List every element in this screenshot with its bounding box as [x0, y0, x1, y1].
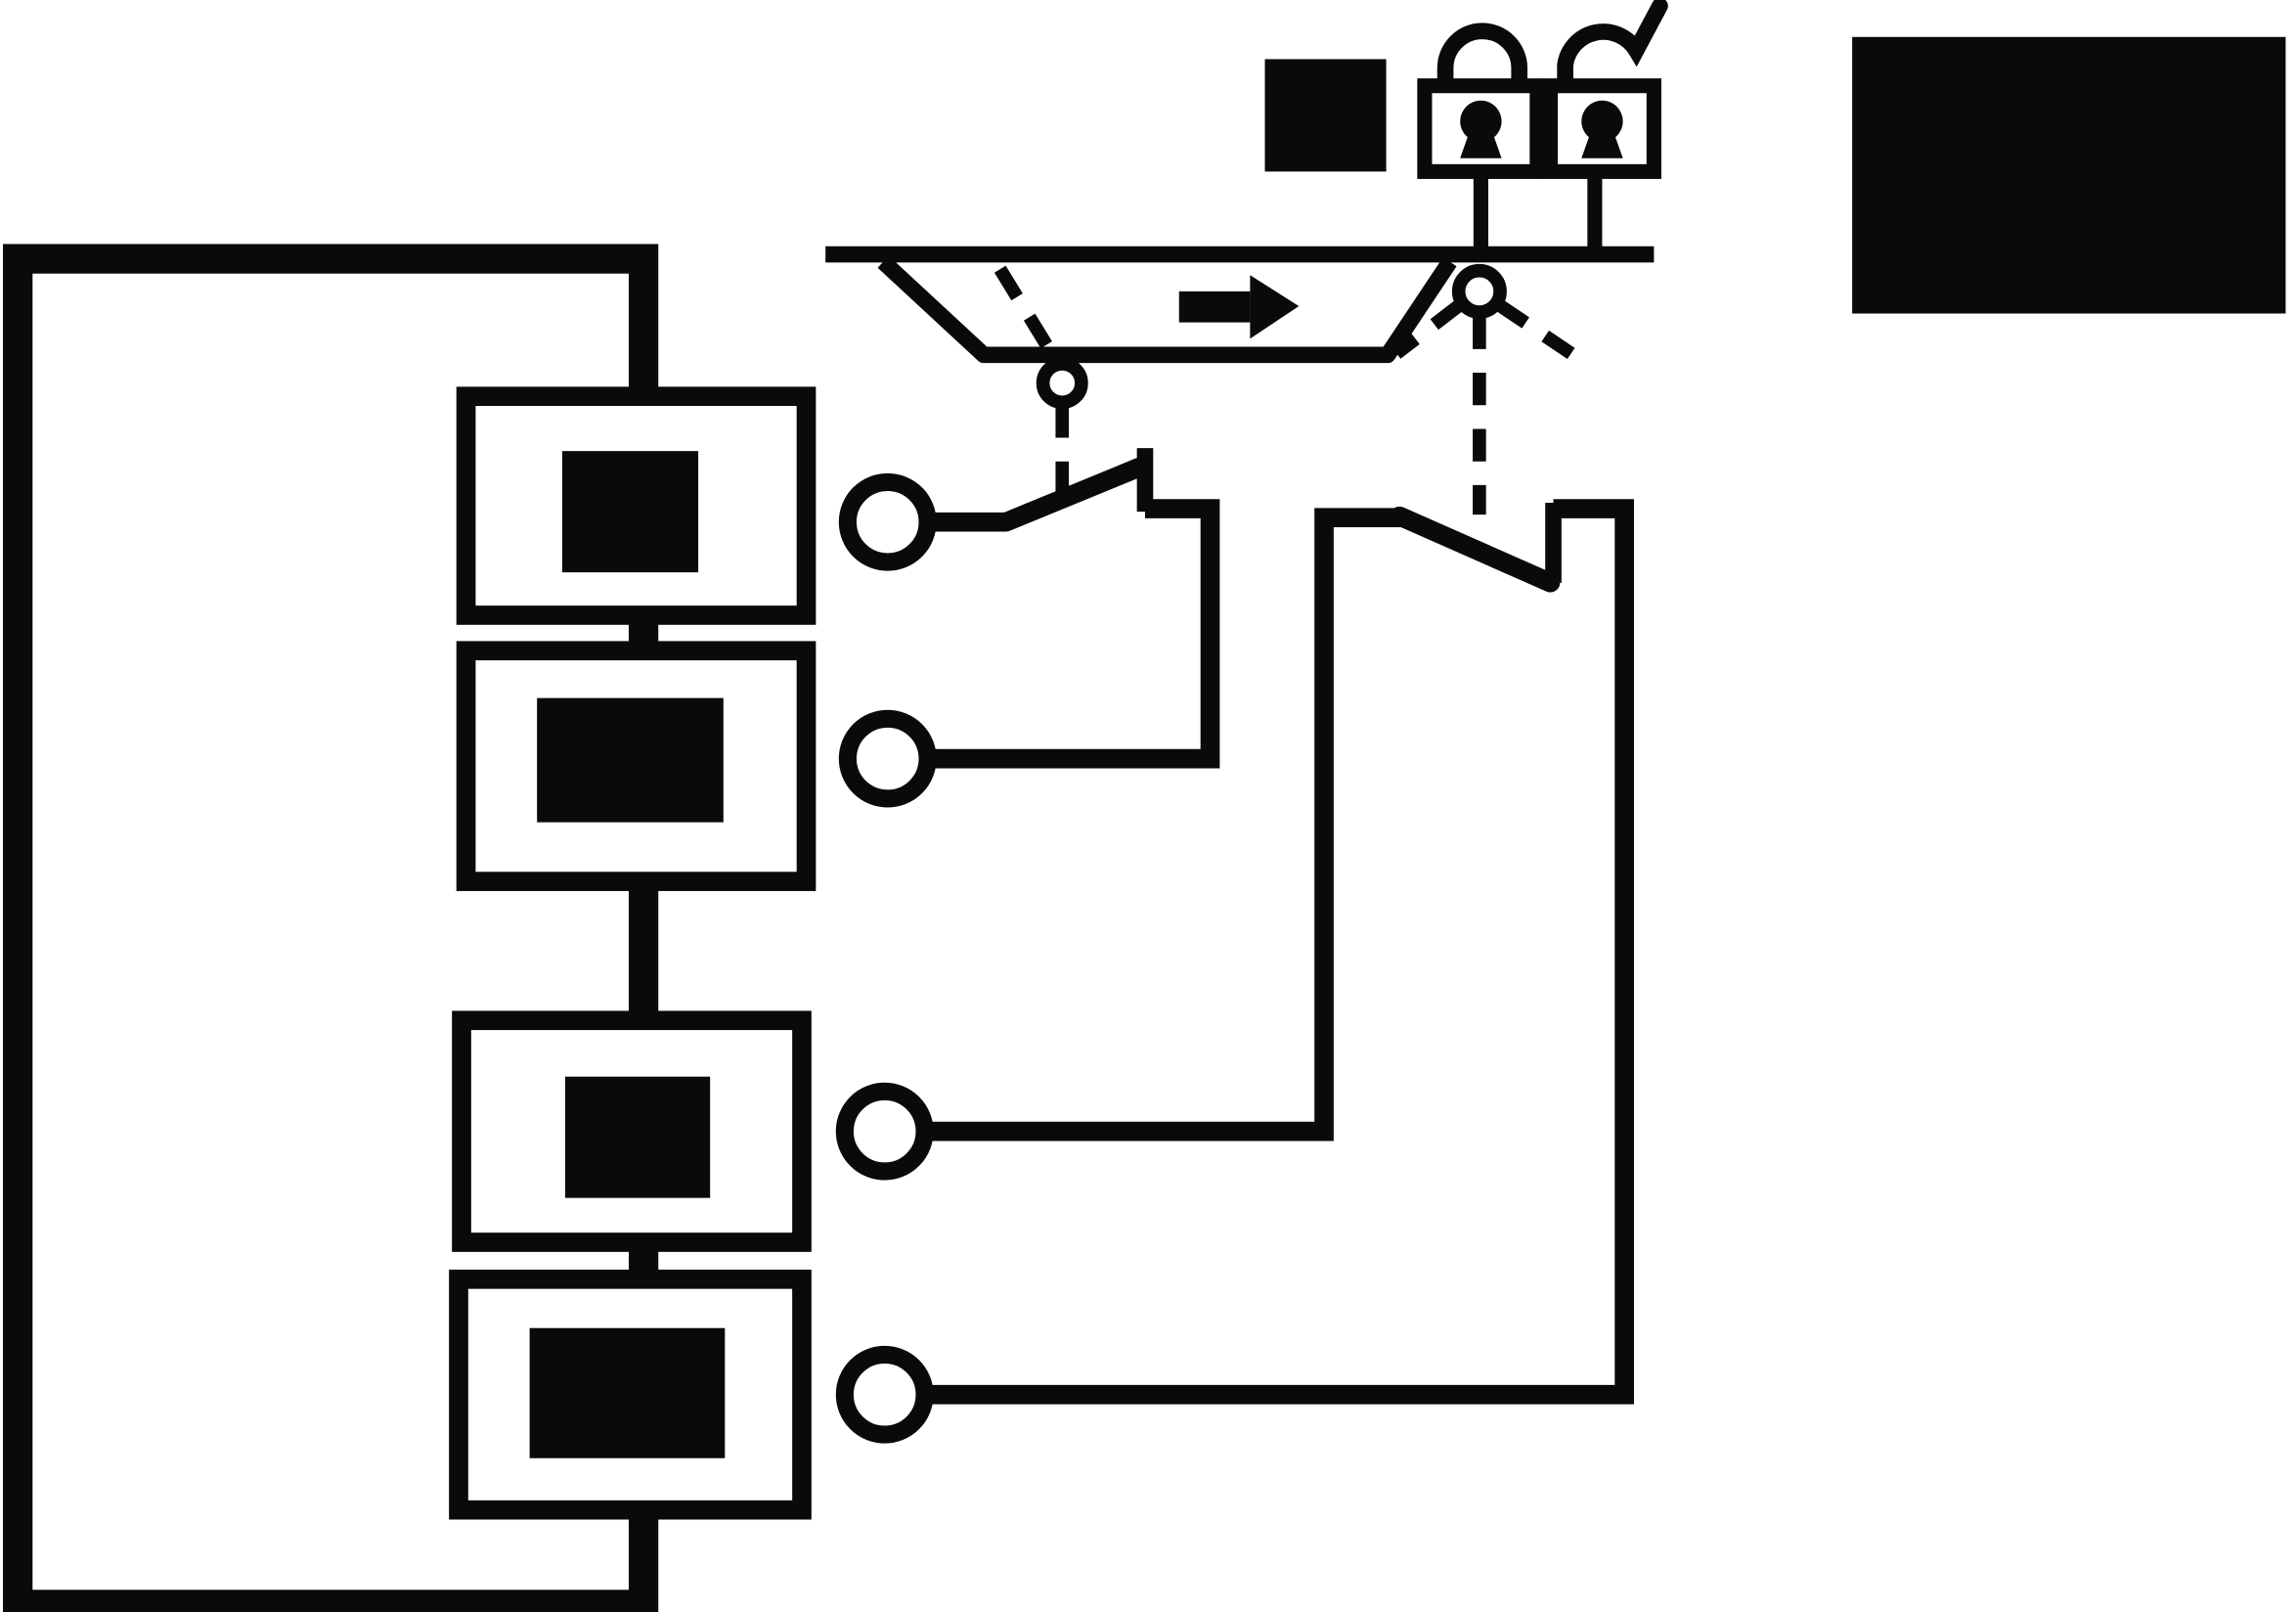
redacted-label-small [1264, 59, 1387, 172]
terminal-4 [835, 1345, 934, 1444]
linkage-dashed-right-a [1392, 299, 1465, 359]
direction-arrow-icon [1178, 275, 1300, 339]
component-block-1-redacted-label [561, 451, 699, 573]
aux-switch-1-circuit [838, 448, 1220, 808]
linkage-dashed-right-b [1494, 298, 1575, 359]
aux-switch-2-circuit [835, 499, 1634, 1444]
padlock-locked-shackle [1436, 22, 1528, 89]
terminal-3 [835, 1082, 934, 1181]
component-block-4-redacted-label [529, 1327, 726, 1458]
component-block-4 [449, 1269, 812, 1520]
component-block-2-redacted-label [537, 697, 724, 823]
component-block-3-redacted-label [564, 1076, 711, 1198]
component-block-chain [449, 386, 817, 1520]
operating-bar [877, 255, 1575, 515]
linkage-pivot-right [1451, 263, 1507, 319]
aux2-switch-blade [1390, 506, 1561, 593]
aux2-return-wire [924, 499, 1634, 1405]
aux2-terminal-lead [924, 508, 1403, 1142]
redacted-legend-large [1852, 36, 2286, 314]
terminal-2 [838, 709, 937, 808]
linkage-dashed-left [993, 265, 1063, 365]
padlock-locked-icon [1417, 22, 1545, 255]
padlock-unlocked-shackle [1557, 0, 1668, 95]
terminal-1 [838, 472, 937, 571]
operating-bar-outline [877, 255, 1457, 364]
linkage-pivot-left [1036, 357, 1088, 410]
aux1-switch-blade [995, 457, 1149, 532]
padlock-unlocked-icon [1542, 0, 1668, 255]
aux1-return-wire [927, 499, 1220, 769]
